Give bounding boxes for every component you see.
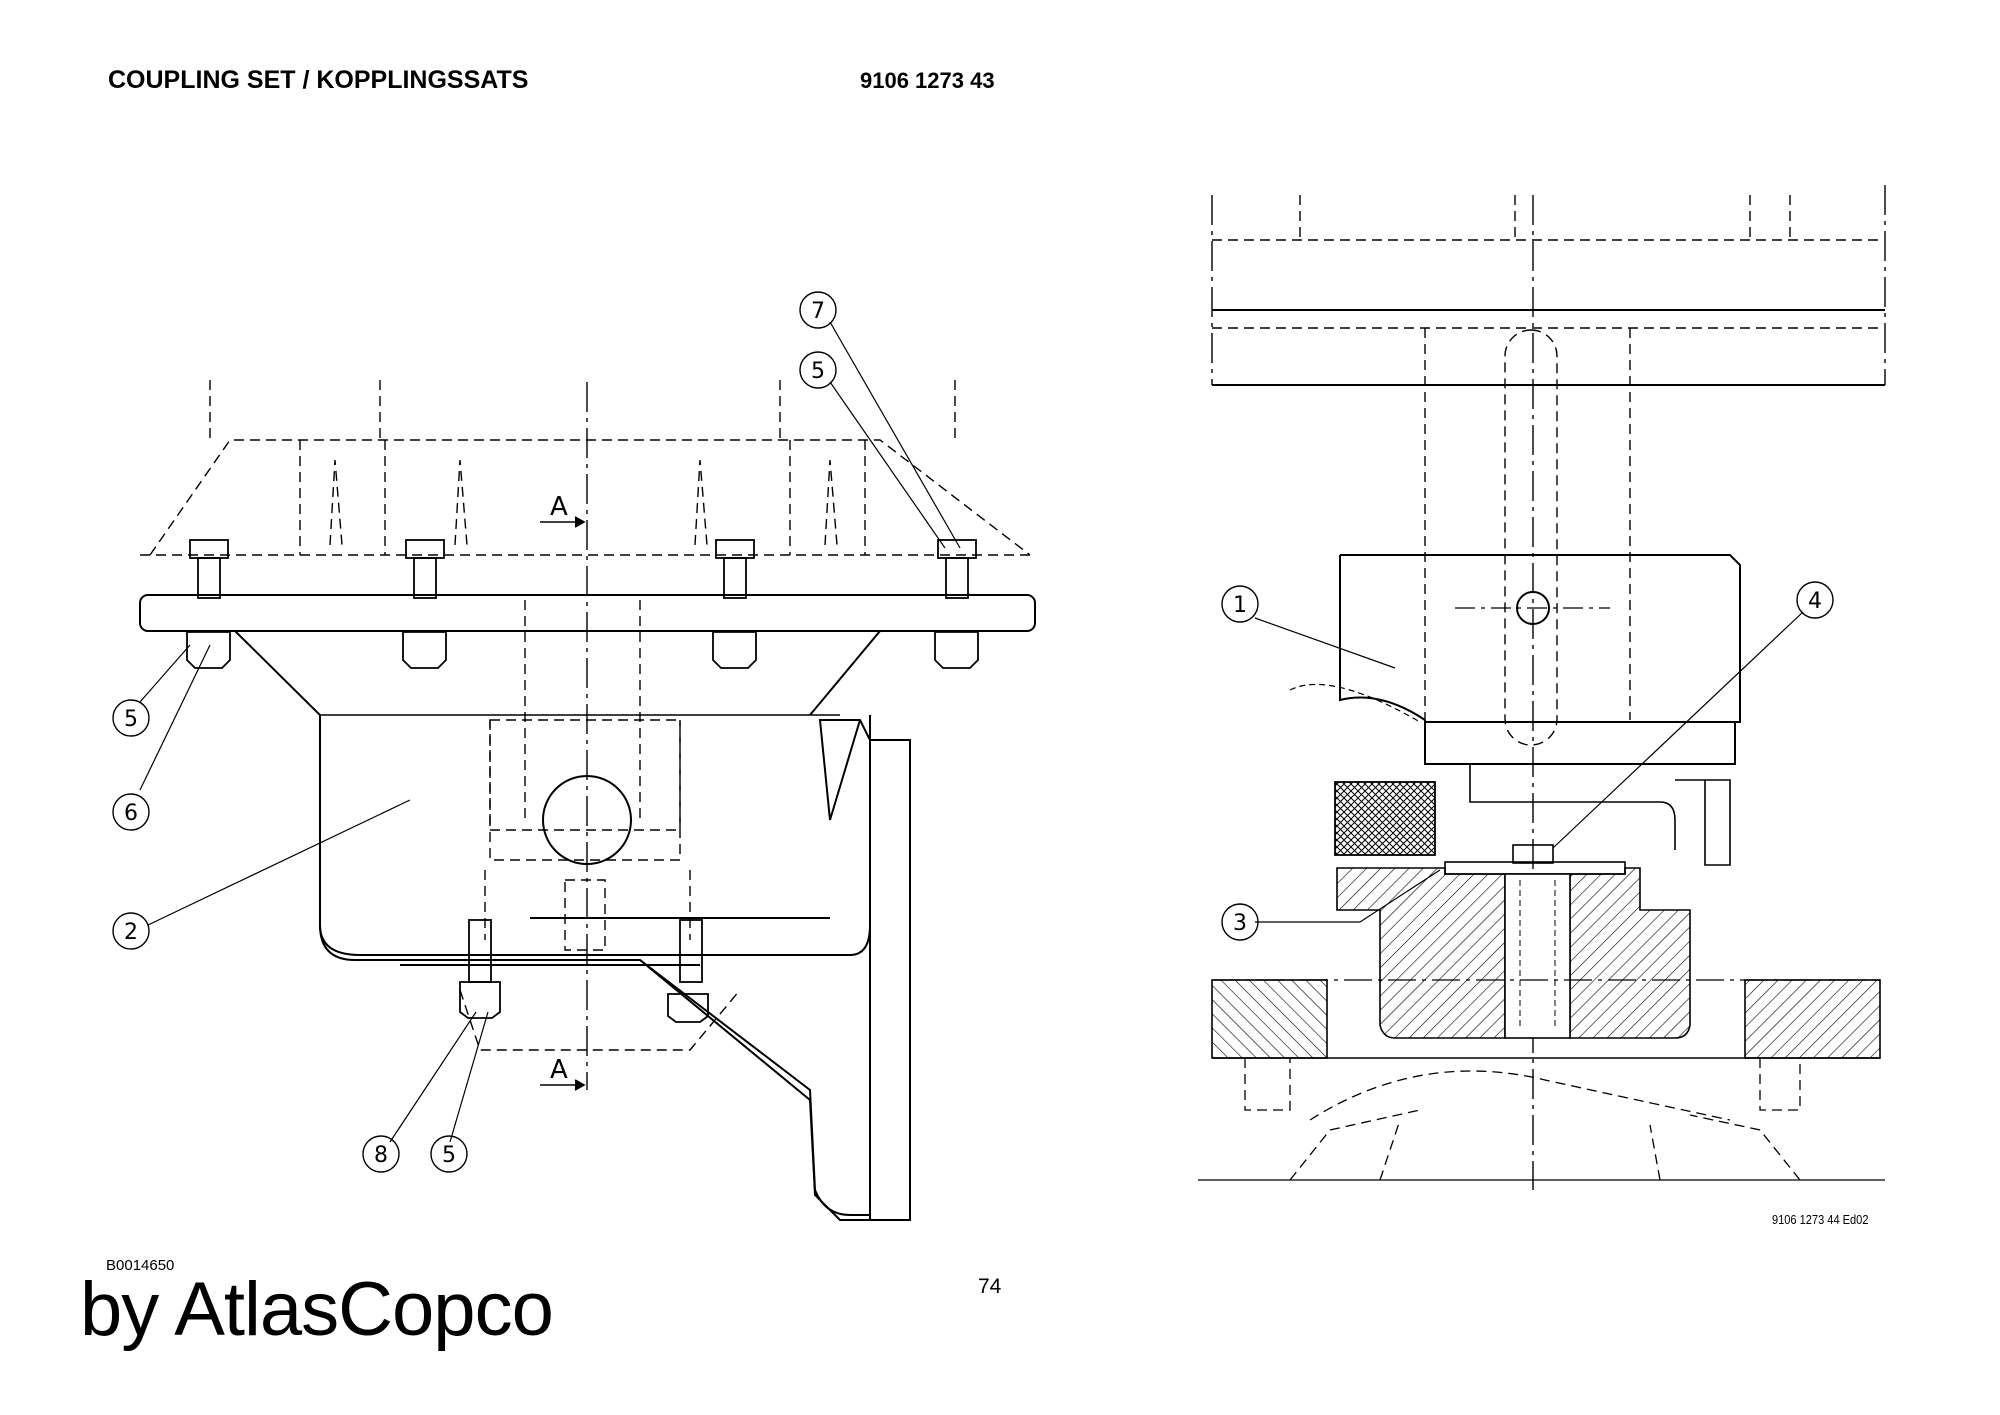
- edition-code: 9106 1273 44 Ed02: [1772, 1212, 1869, 1227]
- bottom-bolts: [459, 919, 709, 1023]
- section-label-top: A: [550, 492, 568, 522]
- right-view: 1 4 3: [1198, 185, 1886, 1190]
- section-markers: [540, 516, 586, 1091]
- page-title: COUPLING SET / KOPPLINGSSATS: [108, 66, 529, 94]
- callout-5-left: 5: [124, 707, 138, 732]
- left-callout-circles: [112, 291, 837, 1173]
- callout-7: 7: [811, 299, 825, 324]
- callout-1: 1: [1233, 593, 1247, 618]
- reference-code: B0014650: [106, 1257, 175, 1274]
- callout-2: 2: [124, 920, 138, 945]
- callout-5-top: 5: [811, 359, 825, 384]
- left-view: A A 7 5 5 6 2 8 5: [112, 291, 1036, 1221]
- section-label-bottom: A: [550, 1055, 568, 1085]
- upper-housing-phantom: [140, 380, 1035, 1051]
- callout-4: 4: [1808, 589, 1822, 614]
- part-number: 9106 1273 43: [860, 68, 995, 93]
- brand-text: by AtlasCopco: [80, 1267, 554, 1352]
- page-number: 74: [978, 1275, 1002, 1298]
- callout-5-bottom: 5: [442, 1143, 456, 1168]
- top-bolts: [186, 539, 979, 669]
- callout-6: 6: [124, 801, 138, 826]
- callout-3: 3: [1233, 911, 1247, 936]
- callout-8: 8: [374, 1143, 388, 1168]
- left-callout-leaders: [139, 321, 961, 1143]
